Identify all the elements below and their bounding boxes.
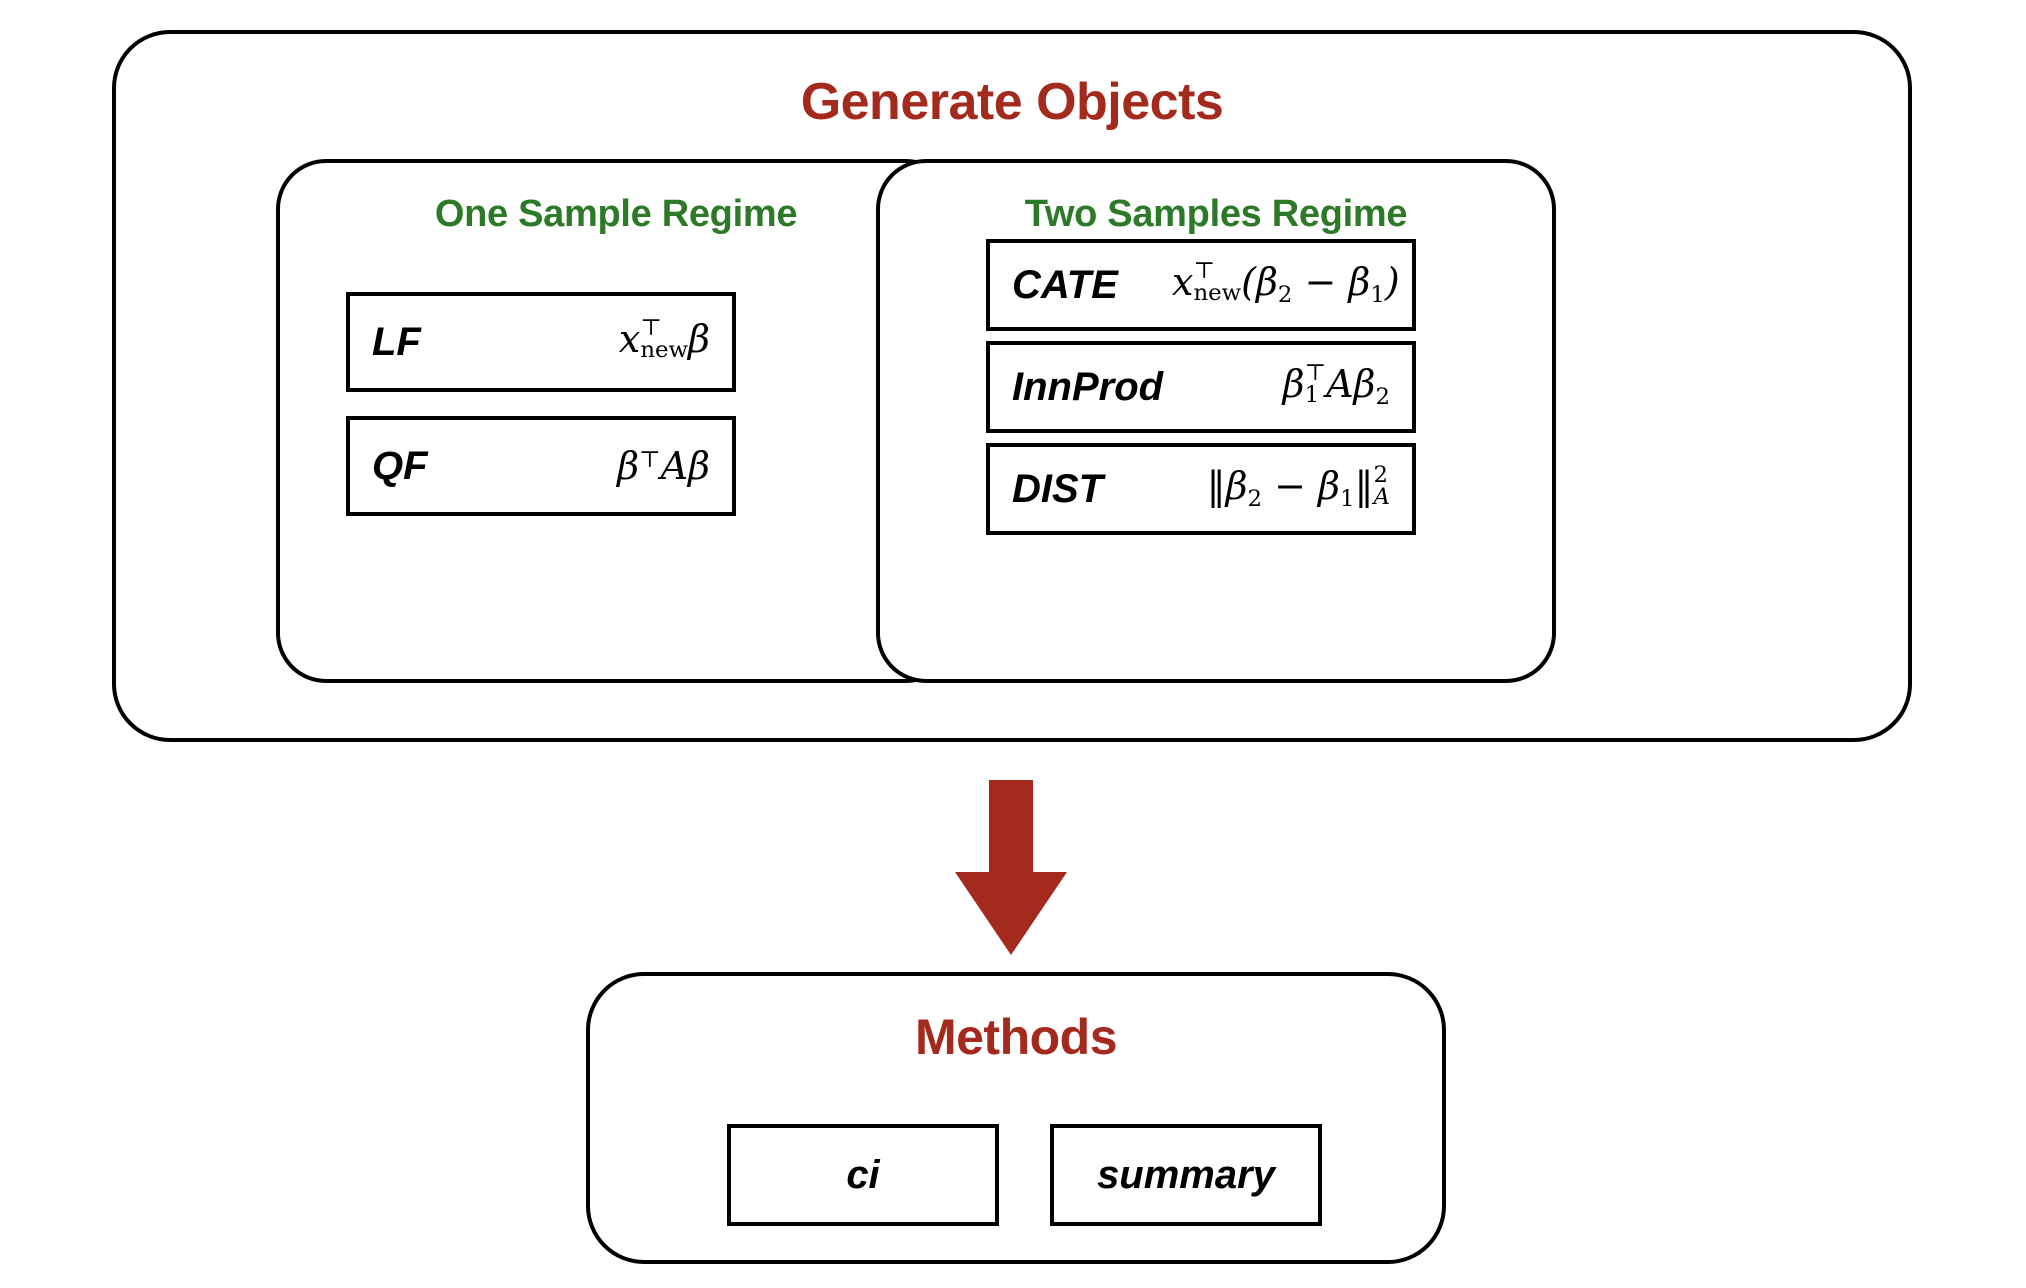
- method-box-summary[interactable]: summary: [1050, 1124, 1322, 1226]
- one-sample-regime-title: One Sample Regime: [434, 193, 798, 235]
- method-label-ci: ci: [846, 1152, 880, 1197]
- object-label-cate: CATE: [1012, 262, 1118, 307]
- object-label-qf: QF: [372, 443, 428, 488]
- method-label-summary: summary: [1097, 1152, 1275, 1197]
- methods-panel: Methods ci summary: [586, 972, 1446, 1264]
- object-box-cate[interactable]: CATE x⊤new(β2 − β1): [986, 239, 1416, 331]
- two-samples-regime-title: Two Samples Regime: [1024, 193, 1408, 235]
- object-label-innprod: InnProd: [1012, 364, 1164, 409]
- object-box-qf[interactable]: QF β⊤Aβ: [346, 416, 736, 516]
- method-box-ci[interactable]: ci: [727, 1124, 999, 1226]
- generate-objects-title: Generate Objects: [800, 73, 1224, 131]
- object-label-lf: LF: [372, 319, 421, 364]
- methods-title: Methods: [914, 1009, 1118, 1065]
- object-label-dist: DIST: [1012, 466, 1104, 511]
- generate-objects-panel: Generate Objects One Sample Regime LF x⊤…: [112, 30, 1912, 742]
- object-formula-cate: x⊤new(β2 − β1): [1172, 258, 1400, 308]
- arrow-down-icon: [955, 780, 1067, 955]
- object-formula-qf: β⊤Aβ: [617, 444, 710, 488]
